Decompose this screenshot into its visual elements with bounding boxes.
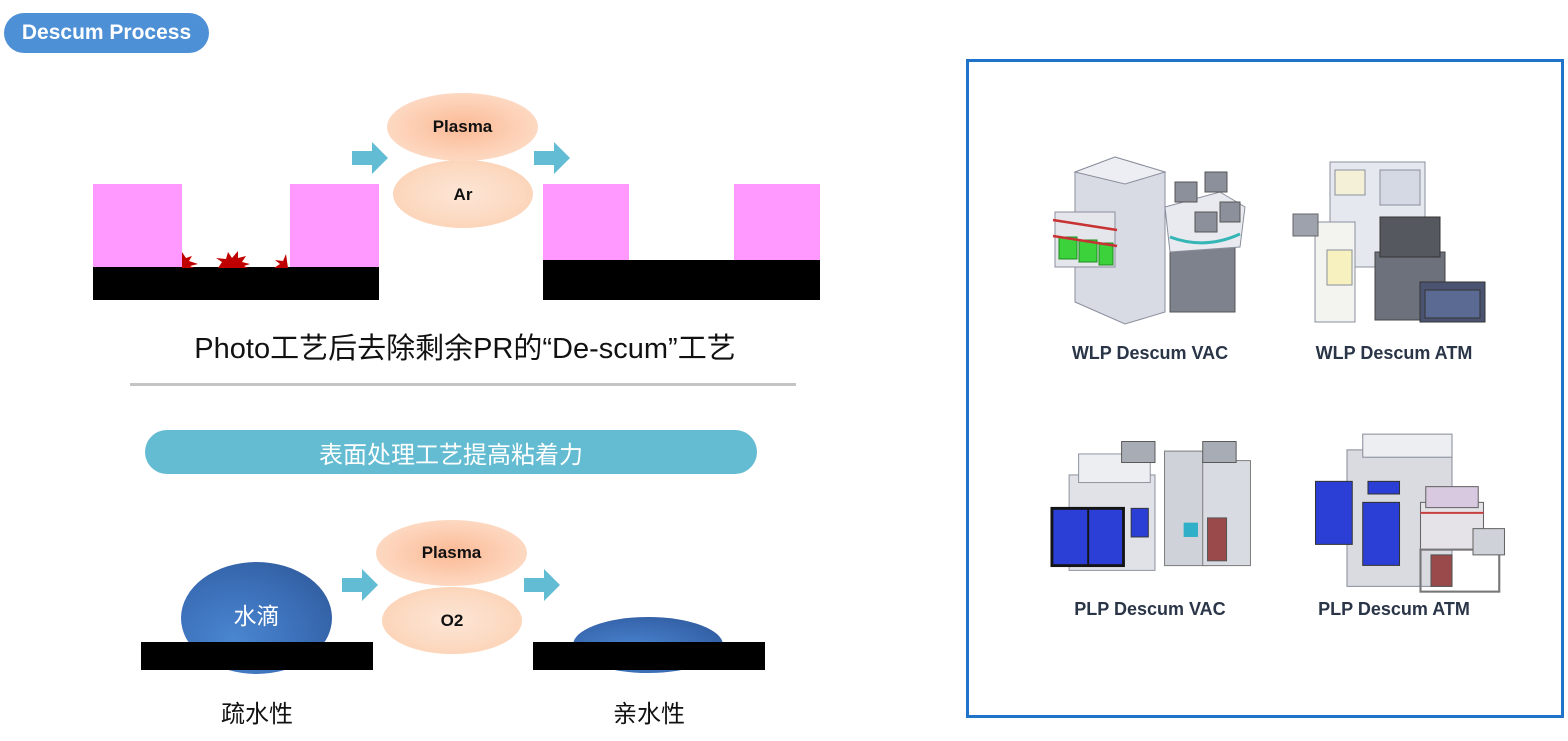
equipment-label: WLP Descum VAC xyxy=(1071,343,1229,363)
equipment-frame xyxy=(966,59,1564,718)
hydrophobic-label: 疏水性 xyxy=(221,701,293,728)
scum-residue-icon xyxy=(182,252,198,268)
gas-label: Ar xyxy=(453,185,473,204)
plasma-ellipse-top: Plasma xyxy=(387,93,538,161)
plasma-label: Plasma xyxy=(421,543,482,562)
section-divider xyxy=(130,383,796,386)
hydrophilic-label: 亲水性 xyxy=(613,701,685,728)
plasma-ellipse-top: Plasma xyxy=(376,520,527,586)
equipment-label: PLP Descum ATM xyxy=(1318,599,1470,619)
process-arrow-icon xyxy=(534,142,570,174)
surface-treatment-banner: 表面处理工艺提高粘着力 xyxy=(145,430,757,474)
descum-caption: Photo工艺后去除剩余PR的“De-scum”工艺 xyxy=(194,333,736,365)
plasma-label: Plasma xyxy=(432,117,493,136)
process-arrow-icon xyxy=(342,569,378,601)
scum-residue-icon xyxy=(216,251,250,268)
scum-residue-icon xyxy=(274,254,288,268)
process-arrow-icon xyxy=(524,569,560,601)
wlp-descum-vac-machine-icon xyxy=(1052,156,1246,325)
water-droplet-label: 水滴 xyxy=(233,603,280,629)
equipment-label: PLP Descum VAC xyxy=(1074,599,1226,619)
equipment-label: WLP Descum ATM xyxy=(1315,343,1473,363)
substrate-before xyxy=(93,267,379,300)
photoresist-block-right-before xyxy=(290,184,379,268)
gas-ellipse-ar: Ar xyxy=(393,160,533,228)
section-title-badge: Descum Process xyxy=(4,13,209,53)
gas-ellipse-o2: O2 xyxy=(382,587,522,654)
photoresist-block-right-after xyxy=(734,184,820,261)
plp-descum-vac-machine-icon xyxy=(1050,441,1251,571)
gas-label: O2 xyxy=(440,610,464,630)
plp-descum-atm-machine-icon xyxy=(1314,433,1506,593)
wlp-descum-atm-machine-icon xyxy=(1292,161,1486,323)
substrate-after xyxy=(543,260,820,300)
photoresist-block-left-after xyxy=(543,184,629,261)
process-arrow-icon xyxy=(352,142,388,174)
scum-residue-group xyxy=(182,251,288,268)
photoresist-block-left-before xyxy=(93,184,182,268)
substrate-hydrophilic xyxy=(533,642,765,670)
substrate-hydrophobic xyxy=(141,642,373,670)
